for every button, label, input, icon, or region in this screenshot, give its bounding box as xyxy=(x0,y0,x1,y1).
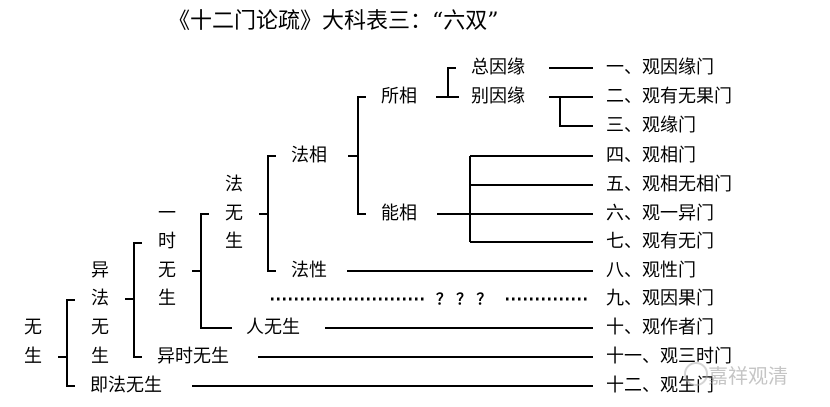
node-faxiang: 法相 xyxy=(291,145,327,166)
gate-10: 十、观作者门 xyxy=(606,317,714,338)
node-jifa: 即法无生 xyxy=(90,375,162,396)
gate-5: 五、观相无相门 xyxy=(606,174,732,195)
gate-1: 一、观因缘门 xyxy=(606,57,714,78)
bracket-faxiang xyxy=(348,96,366,215)
node-suoxiang: 所相 xyxy=(381,86,417,107)
fawusheng-char-1: 法 xyxy=(225,174,243,195)
bracket-root xyxy=(58,299,75,387)
yishi-group-char-2: 时 xyxy=(158,231,176,252)
bracket-yishi xyxy=(192,213,232,329)
yishi-group-char-4: 生 xyxy=(158,288,176,309)
yishi-group-char-3: 无 xyxy=(158,260,176,281)
root-char-2: 生 xyxy=(24,346,42,367)
node-nengxiang: 能相 xyxy=(381,203,417,224)
node-bieyinyuan: 别因缘 xyxy=(471,86,525,107)
yifa-char-1: 异 xyxy=(91,260,109,281)
gate-8: 八、观性门 xyxy=(606,260,696,281)
watermark: 嘉祥观清 xyxy=(708,364,788,388)
diagram-title: 《十二门论疏》大科表三：“六双” xyxy=(168,9,499,34)
yifa-char-4: 生 xyxy=(91,346,109,367)
bracket-nengxiang xyxy=(437,155,593,243)
node-unknown: ？ ？ ？ xyxy=(436,290,492,308)
gate-2: 二、观有无果门 xyxy=(606,86,732,107)
fawusheng-char-3: 生 xyxy=(225,231,243,252)
yifa-char-2: 法 xyxy=(91,288,109,309)
gate-11: 十一、观三时门 xyxy=(606,346,732,367)
node-faxing: 法性 xyxy=(291,260,327,281)
bracket-suoxiang xyxy=(436,67,459,98)
yishi-group-char-1: 一 xyxy=(158,203,176,224)
gate-3: 三、观缘门 xyxy=(606,115,696,136)
bracket-fawusheng xyxy=(259,155,276,272)
gate-9: 九、观因果门 xyxy=(606,288,714,309)
yifa-char-3: 无 xyxy=(91,317,109,338)
node-renwusheng: 人无生 xyxy=(246,317,300,338)
gate-6: 六、观一异门 xyxy=(606,203,714,224)
root-char-1: 无 xyxy=(24,317,42,338)
node-zongyinyuan: 总因缘 xyxy=(471,57,525,78)
node-yishi: 异时无生 xyxy=(157,346,229,367)
wechat-watermark-icon xyxy=(684,362,708,386)
gate-4: 四、观相门 xyxy=(606,145,696,166)
bracket-yifa xyxy=(125,242,142,358)
fawusheng-char-2: 无 xyxy=(225,203,243,224)
gate-7: 七、观有无门 xyxy=(606,231,714,252)
bracket-bieyinyuan xyxy=(549,96,593,127)
